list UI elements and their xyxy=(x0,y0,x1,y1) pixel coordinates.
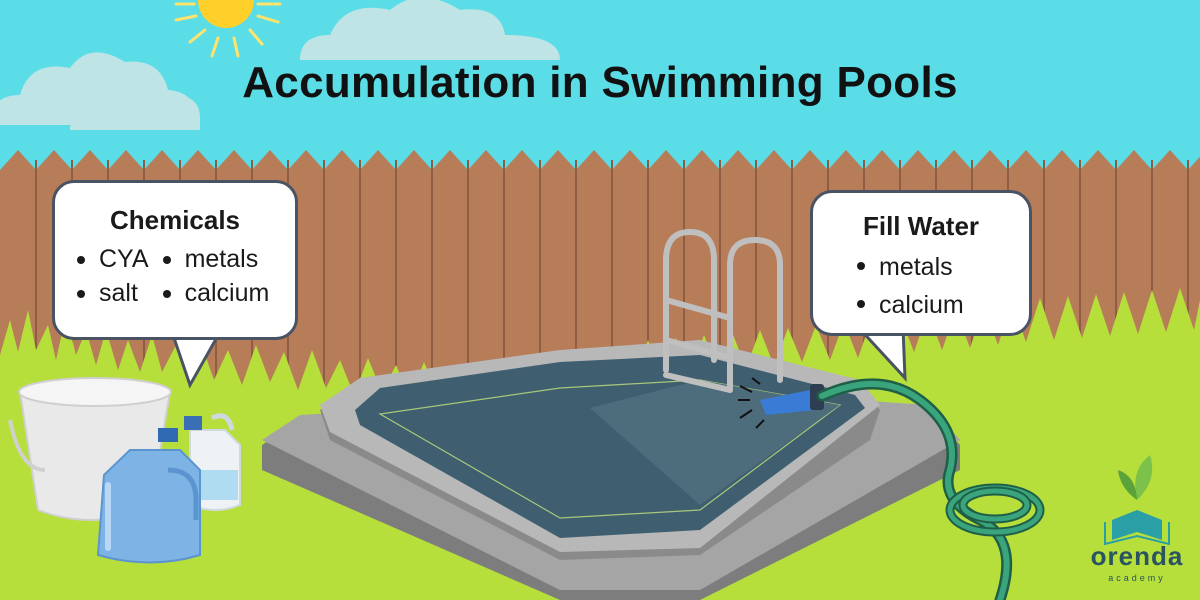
list-item: salt xyxy=(71,276,149,310)
chemical-bottle-icon xyxy=(96,428,201,564)
sun-icon xyxy=(174,0,282,58)
fill-water-list: metals calcium xyxy=(851,248,1029,324)
chemicals-heading: Chemicals xyxy=(109,205,241,235)
brand-subtitle: academy xyxy=(1108,573,1166,583)
cloud-mid xyxy=(70,84,200,130)
list-item: CYA xyxy=(71,242,149,276)
brand-name: orenda xyxy=(1090,541,1184,571)
chemicals-list-col2: metals calcium xyxy=(157,242,270,310)
page-title: Accumulation in Swimming Pools xyxy=(242,58,958,107)
chemicals-bubble: Chemicals CYA salt metals calcium xyxy=(52,180,298,340)
list-item: metals xyxy=(851,248,1029,286)
cloud-right xyxy=(300,0,560,60)
list-item: metals xyxy=(157,242,270,276)
list-item: calcium xyxy=(851,286,1029,324)
fill-water-bubble: Fill Water metals calcium xyxy=(810,190,1032,336)
fill-water-heading: Fill Water xyxy=(862,211,980,241)
list-item: calcium xyxy=(157,276,269,310)
chemicals-list: CYA salt metals calcium xyxy=(71,242,295,310)
garden-hose xyxy=(816,378,1045,600)
chemicals-list-col1: CYA salt xyxy=(71,242,149,310)
pool-ladder-icon xyxy=(663,228,783,393)
orenda-logo-icon xyxy=(1104,455,1170,546)
